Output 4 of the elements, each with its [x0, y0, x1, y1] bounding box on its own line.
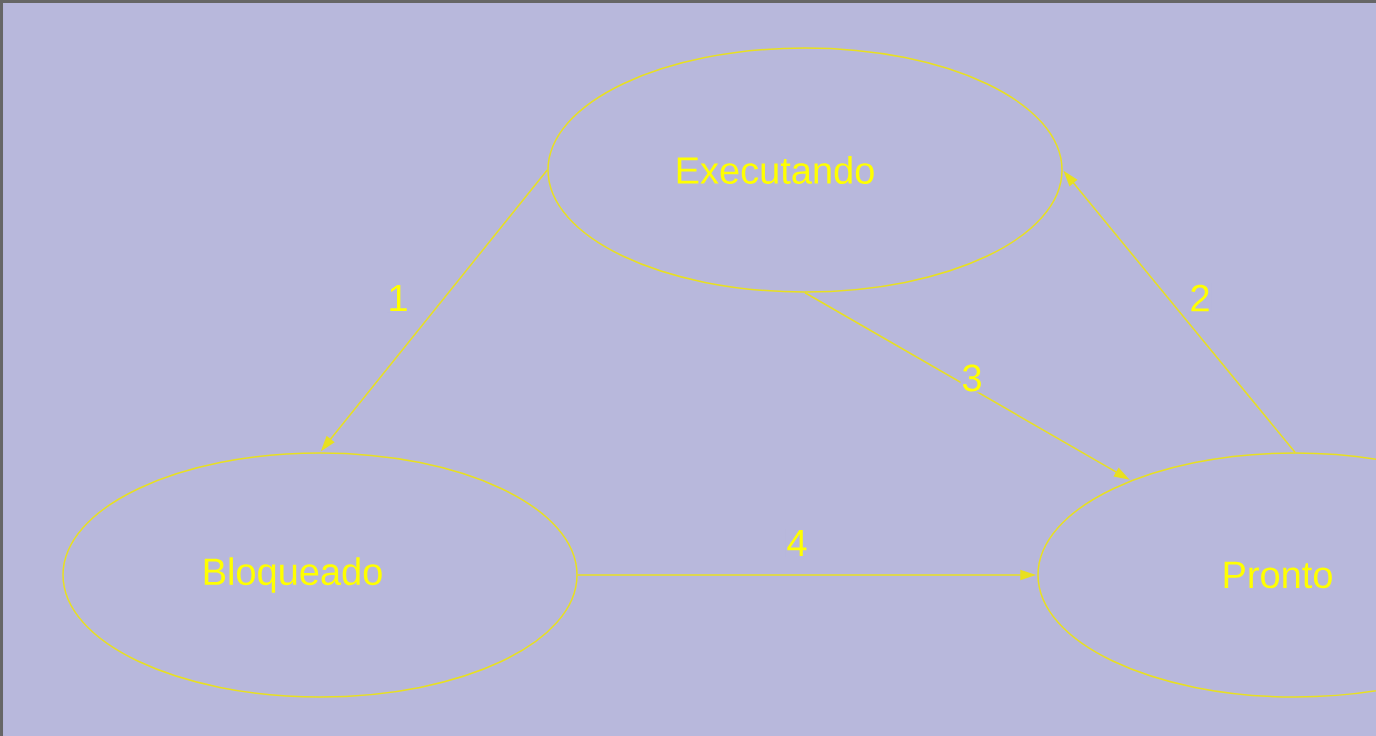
edge-label: 4 [785, 528, 809, 558]
edge-label: 1 [386, 283, 410, 313]
edge-label: 2 [1188, 283, 1212, 313]
edge-label: 3 [960, 363, 984, 393]
